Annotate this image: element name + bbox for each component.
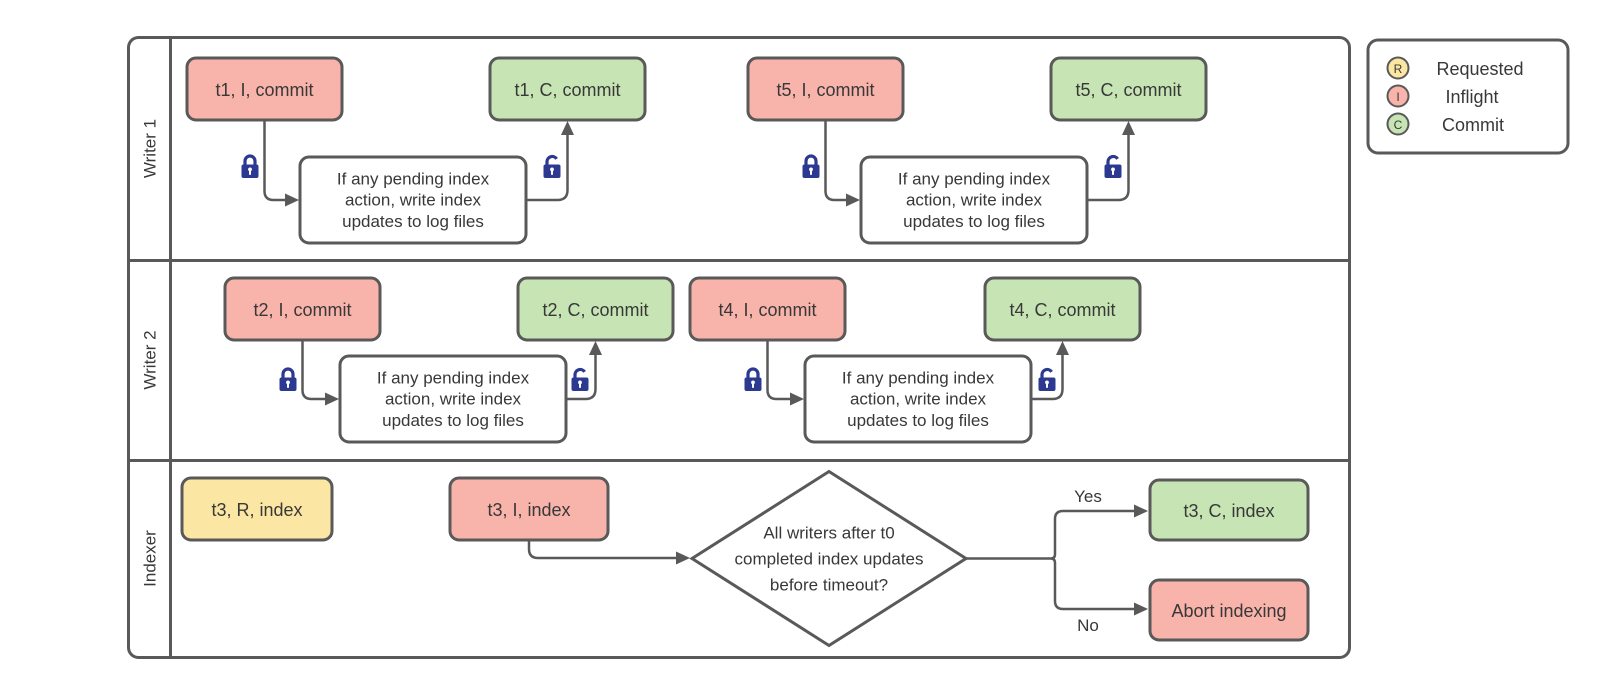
- legend: R Requested I Inflight C Commit: [1366, 38, 1570, 155]
- branch-label-yes: Yes: [1074, 487, 1102, 506]
- legend-commit-label: Commit: [1442, 115, 1504, 135]
- node-abort-indexing-label: Abort indexing: [1171, 601, 1286, 621]
- node-t1-commit-label: t1, C, commit: [514, 80, 620, 100]
- node-t3-inflight: [448, 476, 610, 542]
- arrowhead: [325, 392, 339, 406]
- branch-label-no: No: [1077, 616, 1099, 635]
- edge-t3-inflight-to-decision: [527, 540, 676, 560]
- lane-label-indexer: Indexer: [141, 530, 160, 587]
- decision-diamond: [689, 469, 969, 648]
- lane-label-writer2: Writer 2: [141, 330, 160, 389]
- node-t4-commit-label: t4, C, commit: [1009, 300, 1115, 320]
- process-text-line2: action, write index: [906, 191, 1043, 210]
- node-t4-commit: [983, 276, 1142, 342]
- node-t5-commit-label: t5, C, commit: [1075, 80, 1181, 100]
- process-text-line2: action, write index: [850, 390, 987, 409]
- lane-label-writer1: Writer 1: [141, 119, 160, 178]
- process-text-line1: If any pending index: [898, 170, 1051, 189]
- arrowhead: [589, 341, 602, 355]
- edge-process-to-t5-commit: [1087, 135, 1130, 202]
- arrowhead: [1134, 602, 1148, 616]
- arrowhead: [846, 193, 860, 207]
- process-text-line3: updates to log files: [382, 411, 524, 430]
- lane-writer2: t2, I, commit If any pending index actio…: [223, 276, 1142, 444]
- process-text-line1: If any pending index: [377, 369, 530, 388]
- arrowhead: [285, 193, 299, 207]
- arrowhead: [1056, 341, 1069, 355]
- lane-indexer: Yes No t3, R, index t3, I, index All wri…: [180, 469, 1310, 648]
- node-t2-commit: [516, 276, 675, 342]
- edge-t2-inflight-to-process: [301, 340, 325, 401]
- process-text-line1: If any pending index: [337, 170, 490, 189]
- node-t5-inflight-label: t5, I, commit: [776, 80, 874, 100]
- edge-t1-inflight-to-process: [263, 120, 285, 202]
- node-t3-requested: [180, 476, 334, 542]
- arrowhead: [1122, 121, 1135, 135]
- legend-inflight-label: Inflight: [1445, 87, 1498, 107]
- node-t4-inflight: [688, 276, 847, 342]
- decision-text-line2: completed index updates: [734, 550, 923, 569]
- legend-box: [1366, 38, 1570, 155]
- arrowhead: [561, 121, 574, 135]
- node-abort-indexing: [1148, 578, 1310, 642]
- legend-commit-letter: C: [1394, 118, 1403, 132]
- arrowhead: [676, 551, 690, 565]
- legend-requested-letter: R: [1394, 62, 1403, 76]
- node-t3-requested-label: t3, R, index: [211, 500, 302, 520]
- edge-t4-inflight-to-process: [766, 340, 790, 401]
- node-t4-inflight-label: t4, I, commit: [718, 300, 816, 320]
- legend-inflight-icon: [1386, 84, 1410, 108]
- decision-text-line1: All writers after t0: [763, 524, 894, 543]
- legend-commit-icon: [1386, 112, 1410, 136]
- edge-process-to-t2-commit: [566, 355, 597, 401]
- legend-requested-icon: [1386, 56, 1410, 80]
- node-t3-commit: [1148, 478, 1310, 542]
- node-t3-commit-label: t3, C, index: [1183, 501, 1274, 521]
- process-text-line3: updates to log files: [342, 212, 484, 231]
- arrowhead: [790, 392, 804, 406]
- legend-requested-label: Requested: [1436, 59, 1523, 79]
- process-box-writer1-a: [298, 155, 528, 245]
- node-t1-inflight-label: t1, I, commit: [215, 80, 313, 100]
- process-box-writer1-b: [859, 155, 1089, 245]
- process-text-line1: If any pending index: [842, 369, 995, 388]
- arrowhead: [1134, 504, 1148, 518]
- decision-text-line3: before timeout?: [770, 576, 888, 595]
- node-t2-commit-label: t2, C, commit: [542, 300, 648, 320]
- node-t5-inflight: [746, 56, 905, 122]
- node-t3-inflight-label: t3, I, index: [487, 500, 570, 520]
- lane-writer1: t1, I, commit If any pending index actio…: [185, 56, 1208, 245]
- edge-process-to-t1-commit: [526, 135, 569, 202]
- legend-inflight-letter: I: [1396, 90, 1399, 104]
- process-text-line3: updates to log files: [847, 411, 989, 430]
- node-t2-inflight-label: t2, I, commit: [253, 300, 351, 320]
- edge-process-to-t4-commit: [1031, 355, 1064, 401]
- node-t5-commit: [1049, 56, 1208, 122]
- process-text-line2: action, write index: [385, 390, 522, 409]
- node-t2-inflight: [223, 276, 382, 342]
- edge-t5-inflight-to-process: [824, 120, 846, 202]
- process-text-line3: updates to log files: [903, 212, 1045, 231]
- process-box-writer2-a: [338, 354, 568, 444]
- process-text-line2: action, write index: [345, 191, 482, 210]
- node-t1-inflight: [185, 56, 344, 122]
- node-t1-commit: [488, 56, 647, 122]
- edge-decision-no: [1050, 557, 1134, 611]
- process-box-writer2-b: [803, 354, 1033, 444]
